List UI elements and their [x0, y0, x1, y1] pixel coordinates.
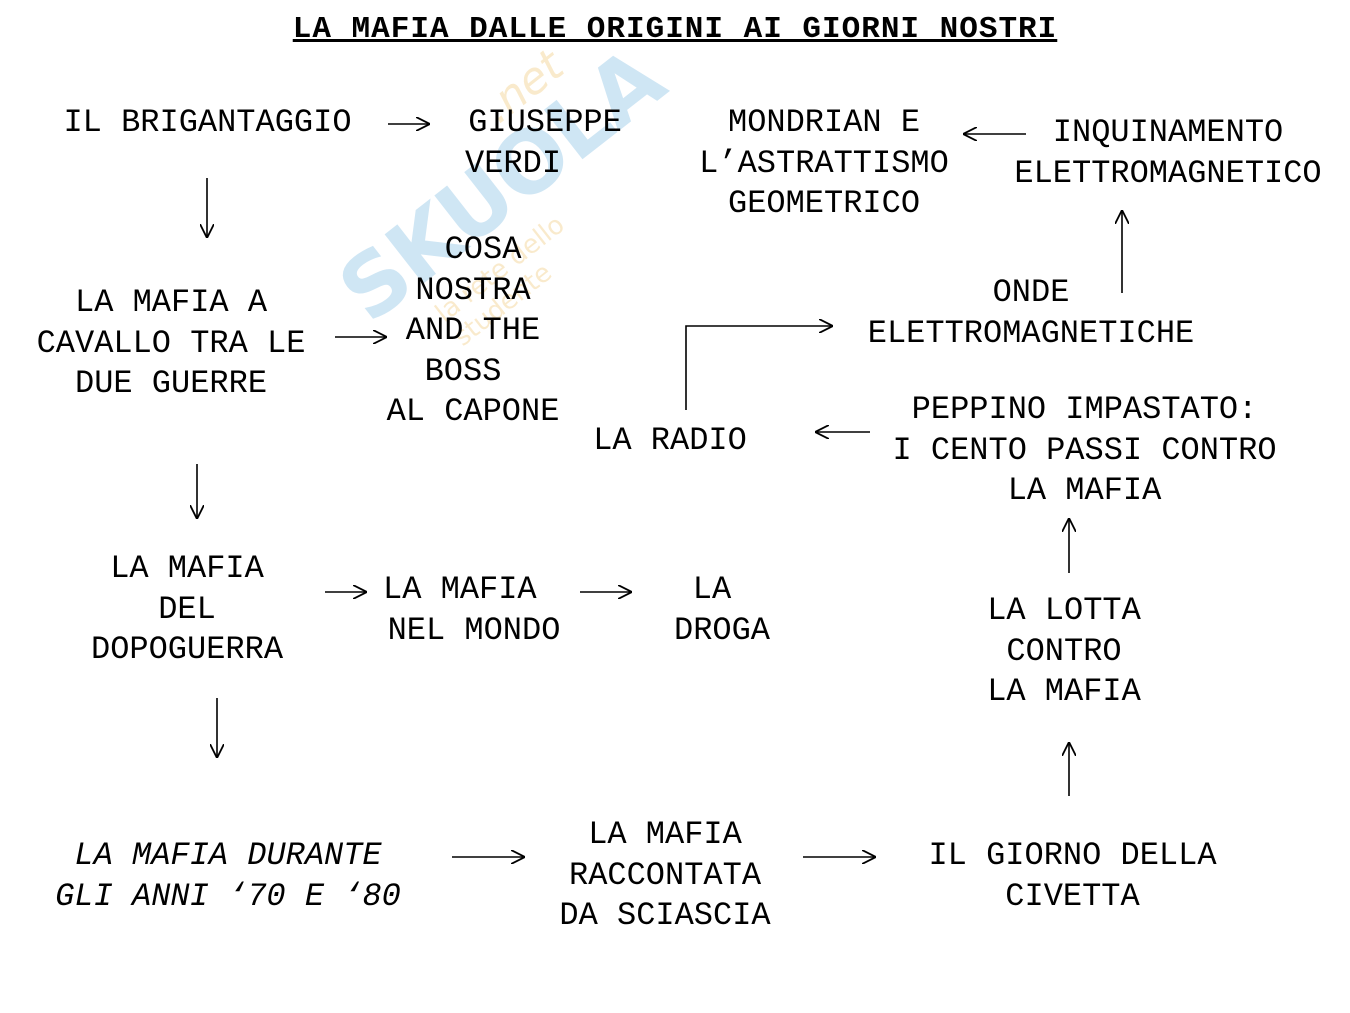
- node-brigantaggio: IL BRIGANTAGGIO: [55, 103, 360, 144]
- node-text-line: IL GIORNO DELLA: [928, 837, 1217, 874]
- node-text-line: ONDE: [992, 274, 1070, 311]
- node-text-line: LA: [692, 571, 732, 608]
- arrow-radio-to-onde: [685, 326, 833, 410]
- node-text-line: LA MAFIA A: [74, 284, 268, 321]
- node-text-line: L’ASTRATTISMO: [699, 144, 949, 182]
- node-onde-elettromagnetiche: ONDE ELETTROMAGNETICHE: [856, 273, 1206, 354]
- node-cosa-nostra: COSA NOSTRA AND THE BOSS AL CAPONE: [373, 230, 573, 433]
- node-la-radio: LA RADIO: [580, 421, 760, 462]
- node-text-line: DROGA: [673, 611, 770, 649]
- node-text-line: DEL: [158, 590, 216, 628]
- node-text-line: DUE GUERRE: [74, 365, 268, 402]
- node-giuseppe-verdi: GIUSEPPE VERDI: [455, 103, 635, 184]
- node-text-line: ELETTROMAGNETICO: [1014, 154, 1322, 192]
- node-text-line: LA MAFIA: [987, 673, 1141, 710]
- node-text-line: DA SCIASCIA: [559, 897, 771, 934]
- node-text-line: DOPOGUERRA: [90, 631, 284, 668]
- node-text-line: GIUSEPPE: [468, 104, 622, 141]
- node-text-line: INQUINAMENTO: [1052, 114, 1284, 151]
- node-text-line: LA MAFIA: [588, 816, 742, 853]
- node-text-line: COSA: [444, 231, 522, 268]
- node-peppino-impastato: PEPPINO IMPASTATO: I CENTO PASSI CONTRO …: [872, 390, 1297, 512]
- node-text-line: CONTRO: [1006, 632, 1122, 670]
- node-text-line: LA LOTTA: [987, 592, 1141, 629]
- node-text-line: LA RADIO: [593, 422, 747, 459]
- node-text-line: NOSTRA: [415, 271, 531, 309]
- node-text-line: I CENTO PASSI CONTRO: [892, 431, 1277, 469]
- node-text-line: NEL MONDO: [387, 611, 561, 649]
- node-mondrian: MONDRIAN E L’ASTRATTISMO GEOMETRICO: [688, 103, 960, 225]
- node-text-line: LA MAFIA: [383, 571, 537, 608]
- node-lotta-contro-mafia: LA LOTTA CONTRO LA MAFIA: [964, 591, 1164, 713]
- node-text-line: LA MAFIA: [110, 550, 264, 587]
- node-inquinamento: INQUINAMENTO ELETTROMAGNETICO: [1003, 113, 1333, 194]
- node-text-line: CIVETTA: [1005, 877, 1140, 915]
- page-title: LA MAFIA DALLE ORIGINI AI GIORNI NOSTRI: [292, 12, 1058, 47]
- node-text-line: RACCONTATA: [568, 856, 762, 894]
- node-text-line: GEOMETRICO: [727, 185, 921, 222]
- node-text-line: LA MAFIA: [1007, 472, 1162, 509]
- node-text-line: ELETTROMAGNETICHE: [867, 314, 1195, 352]
- node-text-line: GLI ANNI ‘70 E ‘80: [55, 877, 401, 915]
- node-text-line: BOSS: [424, 352, 502, 390]
- node-text-line: PEPPINO IMPASTATO:: [911, 391, 1258, 428]
- node-text-line: LA MAFIA DURANTE: [74, 837, 382, 874]
- node-text-line: CAVALLO TRA LE: [36, 324, 306, 362]
- node-mafia-nel-mondo: LA MAFIA NEL MONDO: [374, 570, 574, 651]
- node-giorno-della-civetta: IL GIORNO DELLA CIVETTA: [910, 836, 1235, 917]
- node-mafia-anni-70-80: LA MAFIA DURANTE GLI ANNI ‘70 E ‘80: [38, 836, 418, 917]
- node-text-line: AND THE: [405, 312, 541, 349]
- node-mafia-sciascia: LA MAFIA RACCONTATA DA SCIASCIA: [545, 815, 785, 937]
- node-text-line: AL CAPONE: [386, 393, 560, 430]
- node-text-line: IL BRIGANTAGGIO: [63, 104, 352, 141]
- node-mafia-due-guerre: LA MAFIA A CAVALLO TRA LE DUE GUERRE: [25, 283, 317, 405]
- node-text-line: MONDRIAN E: [727, 104, 921, 141]
- node-text-line: VERDI: [465, 144, 562, 182]
- node-la-droga: LA DROGA: [662, 570, 782, 651]
- node-mafia-dopoguerra: LA MAFIA DEL DOPOGUERRA: [77, 549, 297, 671]
